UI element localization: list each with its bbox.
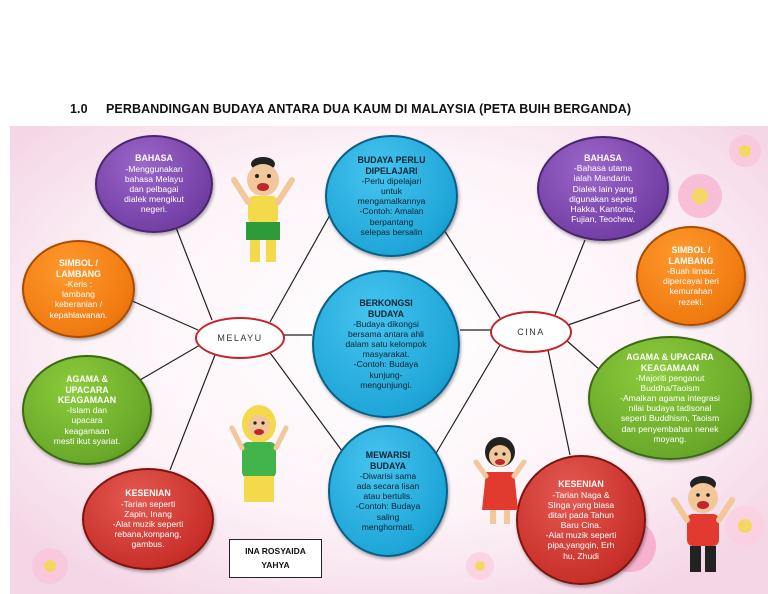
cina-agama-bubble: AGAMA & UPACARA KEAGAMAAN -Majoriti peng… [588,336,752,460]
malay-boy-icon [231,157,295,262]
shared-berkongsi-title: BERKONGSI BUDAYA [359,298,413,319]
melayu-simbol-title: SIMBOL / LAMBANG [56,258,101,279]
cina-simbol-bubble: SIMBOL / LAMBANG -Buah limau: dipercayai… [636,226,746,326]
chinese-girl-icon [473,437,527,524]
title-text: PERBANDINGAN BUDAYA ANTARA DUA KAUM DI M… [106,102,632,116]
melayu-simbol-body: -Keris : lambang keberanian / kepahlawan… [49,279,108,320]
cina-bahasa-title: BAHASA [584,152,622,163]
cina-bahasa-bubble: BAHASA -Bahasa utama ialah Mandarin. Dia… [537,136,669,241]
melayu-agama-bubble: AGAMA & UPACARA KEAGAMAAN -Islam dan upa… [22,355,152,465]
author-line-2: YAHYA [261,559,290,570]
author-box: INA ROSYAIDA YAHYA [229,539,322,578]
melayu-bahasa-body: -Menggunakan bahasa Melayu dan pelbagai … [124,163,184,215]
cina-agama-body: -Majoriti penganut Buddha/Taoism -Amalka… [620,372,720,444]
title-number: 1.0 [70,102,88,116]
cina-simbol-body: -Buah limau: dipercayai beri kemurahan r… [663,266,719,307]
cina-hub: CINA [490,311,572,353]
shared-mewarisi-bubble: MEWARISI BUDAYA -Diwarisi sama ada secar… [328,425,448,557]
shared-berkongsi-body: -Budaya dikongsi bersama antara ahli dal… [345,318,427,390]
melayu-bahasa-bubble: BAHASA -Menggunakan bahasa Melayu dan pe… [95,135,213,233]
chinese-boy-icon [671,476,735,572]
melayu-hub: MELAYU [195,317,285,359]
malay-girl-icon [229,405,289,502]
shared-dipelajari-title: BUDAYA PERLU DIPELAJARI [357,155,426,176]
cina-kesenian-title: KESENIAN [558,479,604,490]
author-line-1: INA ROSYAIDA [245,545,306,556]
melayu-kesenian-title: KESENIAN [125,488,171,499]
melayu-kesenian-body: -Tarian seperti Zapin, Inang -Alat muzik… [112,498,184,550]
cina-bahasa-body: -Bahasa utama ialah Mandarin. Dialek lai… [569,163,637,224]
shared-mewarisi-title: MEWARISI BUDAYA [365,450,411,471]
melayu-bahasa-title: BAHASA [135,153,173,164]
cina-simbol-title: SIMBOL / LAMBANG [668,245,714,266]
melayu-simbol-bubble: SIMBOL / LAMBANG -Keris : lambang kebera… [22,240,135,338]
cina-kesenian-body: -Tarian Naga & SInga yang biasa ditari p… [545,489,617,561]
shared-berkongsi-bubble: BERKONGSI BUDAYA -Budaya dikongsi bersam… [312,270,460,418]
shared-dipelajari-body: -Perlu dipelajari untuk mengamalkannya -… [357,175,426,237]
cina-agama-title: AGAMA & UPACARA KEAGAMAAN [626,352,714,373]
shared-mewarisi-body: -Diwarisi sama ada secara lisan atau ber… [355,470,421,532]
melayu-hub-label: MELAYU [217,333,263,343]
shared-dipelajari-bubble: BUDAYA PERLU DIPELAJARI -Perlu dipelajar… [325,135,458,257]
melayu-agama-body: -Islam dan upacara keagamaan mesti ikut … [53,405,121,446]
cina-kesenian-bubble: KESENIAN -Tarian Naga & SInga yang biasa… [516,455,646,585]
melayu-agama-title: AGAMA & UPACARA KEAGAMAAN [57,374,117,405]
page-title: 1.0 PERBANDINGAN BUDAYA ANTARA DUA KAUM D… [70,102,631,116]
cina-hub-label: CINA [517,327,545,337]
melayu-kesenian-bubble: KESENIAN -Tarian seperti Zapin, Inang -A… [82,468,214,570]
